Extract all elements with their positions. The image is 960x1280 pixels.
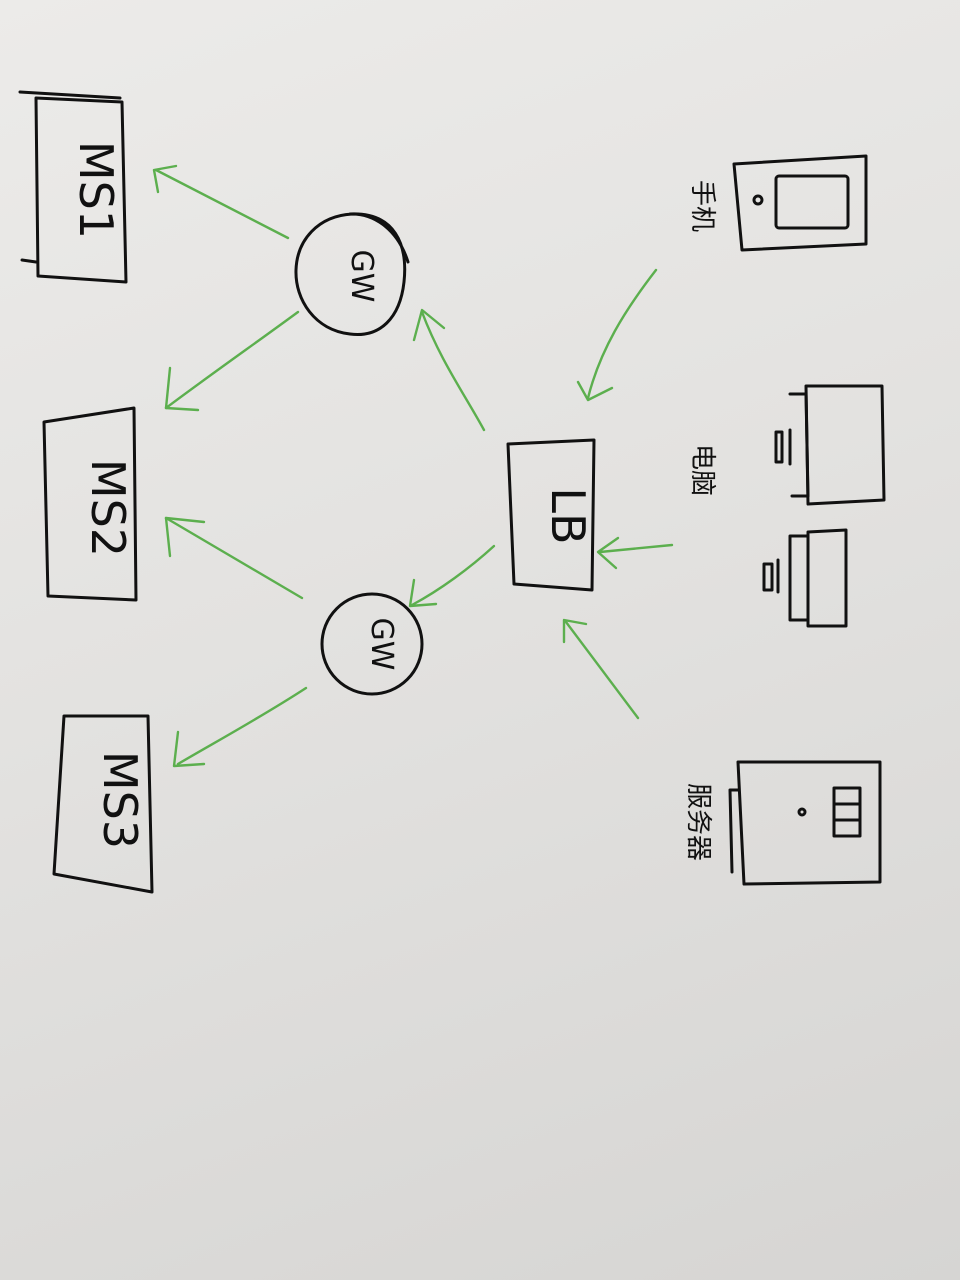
client-label-computer: 电脑 — [687, 444, 717, 496]
gateway-label-top: GW — [344, 250, 379, 303]
arrow-lb-to-gw-bottom — [408, 544, 496, 608]
service-label-ms1: MS1 — [69, 141, 123, 239]
server-icon — [728, 760, 882, 886]
client-label-server: 服务器 — [683, 783, 713, 861]
arrow-server-to-lb — [562, 618, 640, 720]
gateway-label-bottom: GW — [364, 618, 399, 671]
arrow-gw-to-ms2-a — [164, 310, 300, 412]
gateway-node-top[interactable]: GW — [294, 212, 410, 336]
service-label-ms3: MS3 — [93, 751, 147, 849]
service-box-ms1[interactable]: MS1 — [18, 90, 128, 284]
load-balancer-box[interactable]: LB — [506, 438, 596, 592]
arrow-gw-to-ms1 — [152, 164, 290, 240]
arrow-computer-to-lb — [596, 536, 674, 570]
client-label-phone: 手机 — [687, 180, 717, 232]
gateway-node-bottom[interactable]: GW — [320, 592, 424, 696]
arrow-phone-to-lb — [576, 268, 658, 402]
arrow-gw-to-ms2-b — [164, 516, 304, 600]
service-label-ms2: MS2 — [81, 459, 135, 557]
desktop-computer-icon — [762, 384, 886, 628]
phone-icon — [732, 154, 868, 252]
arrow-lb-to-gw-top — [412, 308, 486, 432]
service-box-ms3[interactable]: MS3 — [52, 714, 154, 894]
service-box-ms2[interactable]: MS2 — [42, 406, 138, 602]
arrow-gw-to-ms3 — [172, 686, 308, 768]
load-balancer-label: LB — [541, 487, 595, 544]
